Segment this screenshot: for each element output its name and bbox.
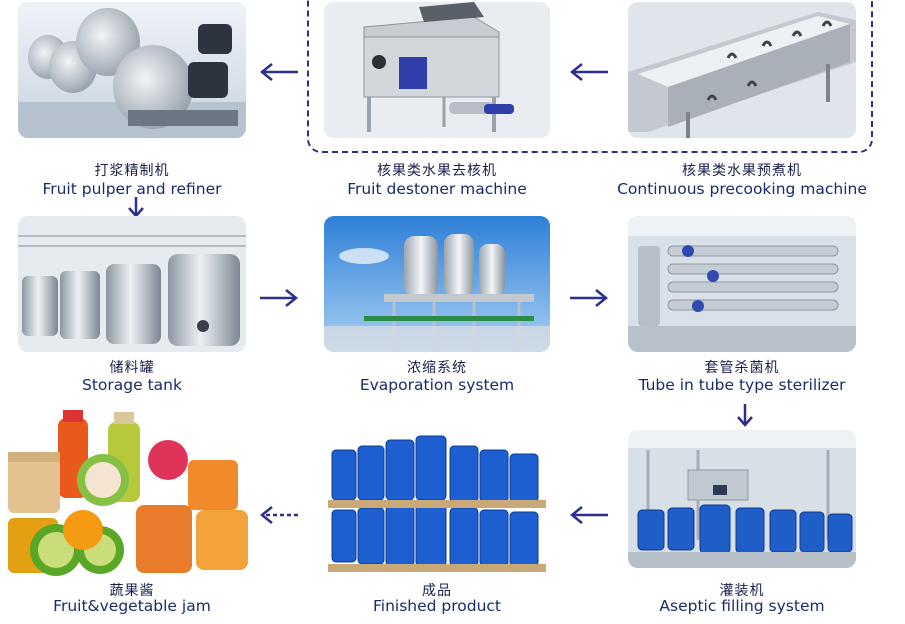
step-label-en: Evaporation system <box>359 376 515 394</box>
step-label-cn: 打浆精制机 <box>94 163 170 179</box>
left-arrow-icon <box>259 63 298 81</box>
storage-tank-photo <box>18 216 246 352</box>
step-label-en: Fruit destoner machine <box>347 180 527 198</box>
left-arrow-icon <box>569 506 608 524</box>
down-arrow-icon <box>737 404 753 427</box>
step-label-en: Tube in tube type sterilizer <box>638 376 846 394</box>
blue-drums-photo <box>324 432 550 572</box>
step-label-en: Finished product <box>372 597 502 615</box>
dotted-left-arrow-icon <box>259 506 300 524</box>
step-label-cn: 蔬果酱 <box>109 583 155 599</box>
evaporator-photo <box>324 216 550 352</box>
dashed-group-border <box>307 0 873 153</box>
step-label-en: Aseptic filling system <box>659 597 825 615</box>
step-label-en: Fruit&vegetable jam <box>53 597 211 615</box>
precooking-machine-photo <box>628 2 856 138</box>
step-label-cn: 储料罐 <box>109 360 155 376</box>
right-arrow-icon <box>570 289 609 307</box>
filling-machine-photo <box>628 430 856 568</box>
pulper-machine-photo <box>18 2 246 138</box>
step-label-cn: 核果类水果预煮机 <box>682 163 802 179</box>
left-arrow-icon <box>569 63 608 81</box>
step-label-en: Storage tank <box>82 376 182 394</box>
step-label-cn: 套管杀菌机 <box>704 360 780 376</box>
step-label-cn: 灌装机 <box>719 583 765 599</box>
right-arrow-icon <box>260 289 299 307</box>
step-label-cn: 浓缩系统 <box>407 360 467 376</box>
sterilizer-photo <box>628 216 856 352</box>
step-label-en: Continuous precooking machine <box>617 180 867 198</box>
step-label-cn: 成品 <box>422 583 452 599</box>
step-label-cn: 核果类水果去核机 <box>377 163 497 179</box>
destoner-machine-photo <box>324 2 550 138</box>
jam-jars-photo <box>8 410 252 578</box>
step-label-en: Fruit pulper and refiner <box>42 180 222 198</box>
